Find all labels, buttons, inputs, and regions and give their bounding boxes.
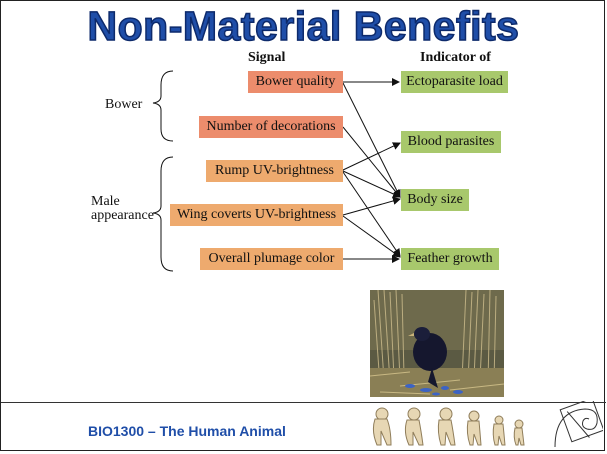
arrow-rump-bodysize	[342, 170, 401, 198]
arrow-wing-feather	[342, 215, 401, 258]
indicator-blood-parasites: Blood parasites	[401, 131, 501, 153]
group-label-male-line1: Male	[91, 194, 120, 209]
signal-overall-plumage-color: Overall plumage color	[200, 248, 343, 270]
arrow-bower-bodysize	[342, 82, 401, 198]
indicator-feather-growth: Feather growth	[401, 248, 499, 270]
arrow-rump-blood	[342, 142, 401, 171]
golden-spiral-logo	[554, 401, 603, 448]
arrow-wing-bodysize	[342, 197, 401, 216]
arrow-rump-feather	[342, 171, 401, 257]
signal-bower-quality: Bower quality	[248, 71, 343, 93]
slide-title: Non-Material Benefits	[87, 2, 520, 50]
arrow-decorations-bodysize	[342, 126, 401, 198]
indicator-body-size: Body size	[401, 189, 469, 211]
indicator-column-heading: Indicator of	[420, 50, 491, 65]
group-label-male-line2: appearance	[91, 208, 154, 223]
bower-brace	[152, 70, 174, 142]
male-brace	[152, 156, 174, 272]
signal-number-of-decorations: Number of decorations	[199, 116, 343, 138]
signal-column-heading: Signal	[248, 50, 286, 65]
signal-rump-uv-brightness: Rump UV-brightness	[206, 160, 343, 182]
bowerbird-photo	[370, 290, 504, 397]
footer-course-title: BIO1300 – The Human Animal	[88, 423, 286, 439]
footer-divider	[1, 402, 606, 403]
group-label-bower: Bower	[105, 97, 143, 112]
indicator-ectoparasite-load: Ectoparasite load	[401, 71, 508, 93]
evolution-figures-image	[372, 407, 525, 446]
signal-wing-coverts-uv-brightness: Wing coverts UV-brightness	[170, 204, 343, 226]
